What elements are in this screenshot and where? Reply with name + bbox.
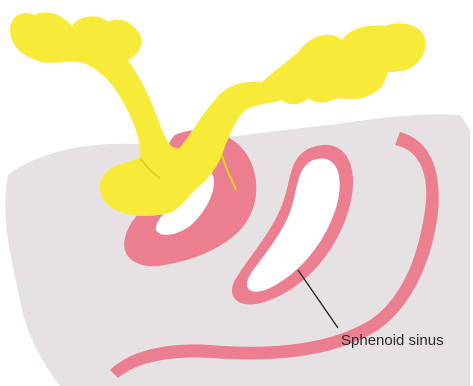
sphenoid-sinus-label: Sphenoid sinus	[341, 332, 444, 349]
